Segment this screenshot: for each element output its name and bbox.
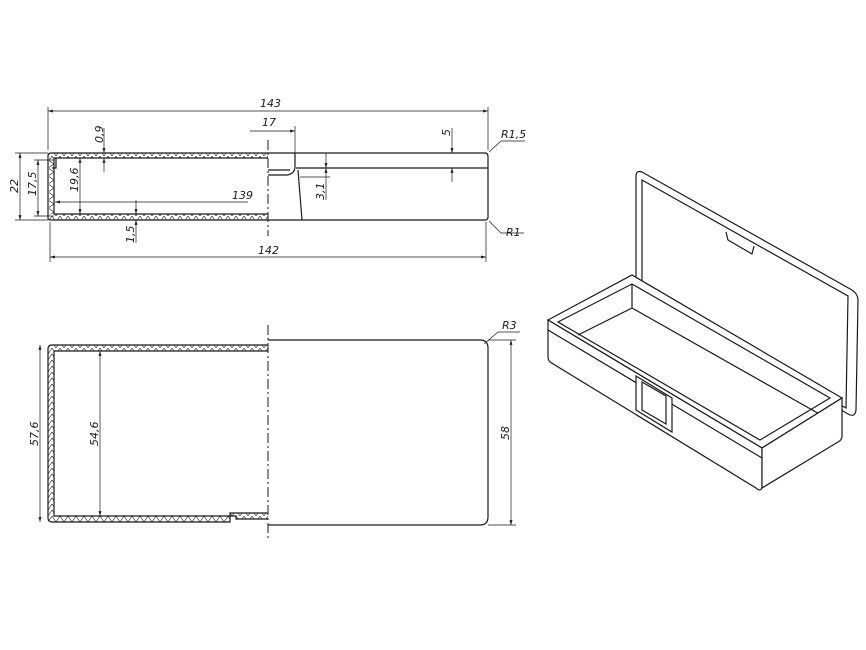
clasp-3d — [635, 374, 673, 434]
dim-lid-width: 58 — [499, 426, 512, 440]
base-side-face — [761, 396, 843, 490]
isometric-box-view — [546, 170, 859, 491]
dim-radius-top: R1,5 — [501, 128, 526, 141]
dim-lid-step: 3,1 — [314, 183, 327, 201]
dim-corner-radius: R3 — [502, 319, 517, 332]
dim-inner-height: 17,5 — [26, 172, 39, 197]
dim-height: 22 — [8, 179, 21, 193]
top-view: 57,6 54,6 58 R3 — [28, 319, 520, 540]
leader-r1 — [488, 220, 524, 234]
dim-inner-length: 139 — [232, 189, 253, 202]
dim-bottom-wall: 1,5 — [124, 226, 137, 244]
lid-outline — [268, 152, 489, 221]
leader-r3 — [483, 331, 520, 345]
base-inner-outline-top — [53, 350, 268, 520]
dim-outer-width: 57,6 — [28, 422, 41, 447]
bottom-wall-section — [49, 214, 268, 220]
base-outline — [47, 152, 268, 221]
lid-slant — [297, 169, 303, 221]
end-wall-section — [49, 158, 54, 214]
lid — [635, 170, 859, 416]
extension-lines-142 — [49, 222, 487, 262]
dim-base-length: 142 — [258, 244, 279, 257]
dim-wall-top: 0,9 — [93, 126, 106, 144]
dim-lid-thickness: 5 — [440, 129, 453, 136]
lid-inner — [641, 178, 849, 410]
lid-outline-top — [268, 339, 489, 526]
side-view: 143 17 0,9 5 R1,5 22 17,5 19,6 3,1 139 1… — [8, 97, 526, 262]
dim-lid-offset: 17 — [262, 116, 276, 129]
dim-radius-bottom: R1 — [506, 226, 521, 239]
base-inner-edge — [556, 283, 832, 441]
extension-lines-143 — [47, 107, 489, 150]
dim-wall-height: 19,6 — [68, 168, 81, 193]
wall-section-top — [48, 345, 268, 522]
clasp — [268, 153, 296, 176]
dim-inner-width: 54,6 — [88, 422, 101, 447]
leader-r1-5 — [488, 140, 525, 153]
lip — [52, 158, 57, 169]
clasp-inner — [641, 380, 667, 426]
dim-overall-length: 143 — [260, 97, 281, 110]
top-wall-section — [49, 153, 268, 158]
base-outline-top — [47, 344, 268, 523]
base-inner-outline — [53, 157, 268, 215]
base-inner-walls — [577, 284, 831, 421]
lid-notch — [725, 231, 755, 255]
